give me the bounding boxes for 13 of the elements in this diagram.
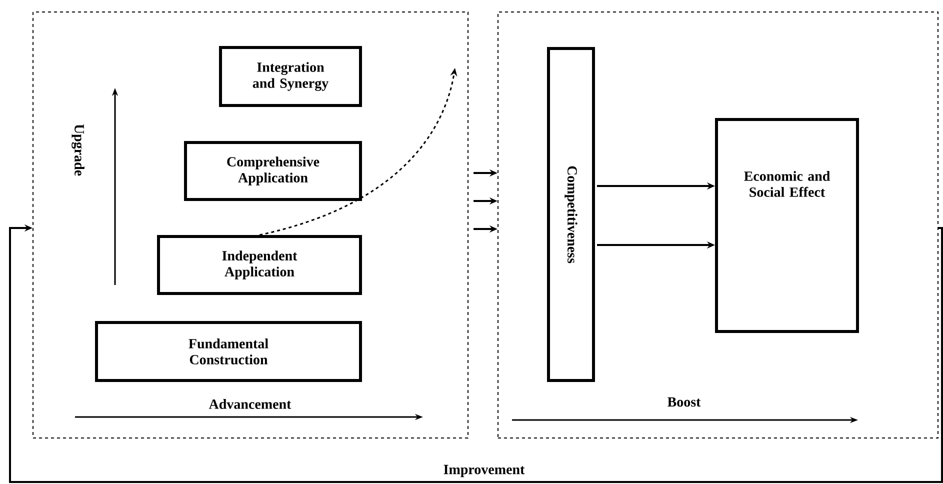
dashed-frame [498, 12, 938, 438]
stage-box: Fundamental Construction [95, 321, 362, 382]
dashed-frame [32, 12, 468, 438]
stage-box: Competitiveness [547, 47, 595, 382]
edge-label: Improvement [442, 464, 526, 478]
axis-label: Advancement [208, 399, 292, 409]
stage-box: Comprehensive Application [184, 141, 362, 201]
axis-label: Upgrade [72, 124, 84, 176]
axis-label: Boost [668, 397, 701, 407]
stage-box: Economic and Social Effect [715, 118, 859, 333]
stage-box: Independent Application [157, 235, 362, 295]
arrow [9, 224, 943, 483]
stage-box: Integration and Synergy [219, 46, 362, 107]
